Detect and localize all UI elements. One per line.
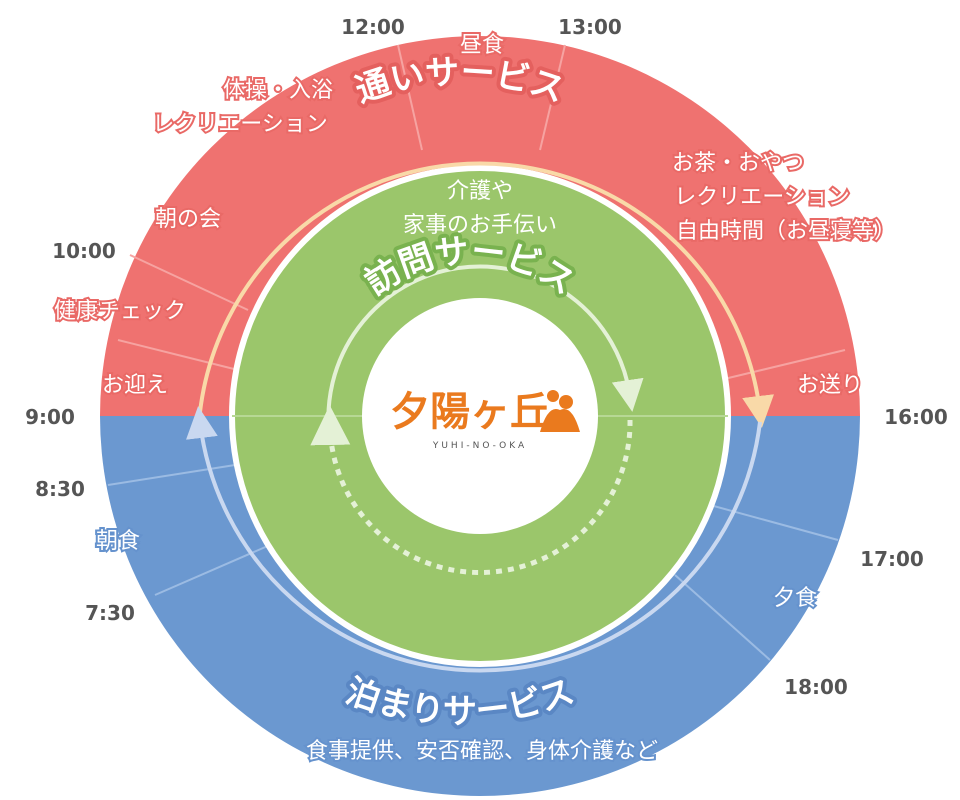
time-7-30: 7:30 bbox=[85, 601, 135, 625]
time-16-00: 16:00 bbox=[884, 405, 948, 429]
lunch-label: 昼食 bbox=[460, 33, 504, 58]
time-8-30: 8:30 bbox=[35, 477, 85, 501]
pickup-label: お迎え bbox=[102, 373, 168, 398]
time-13-00: 13:00 bbox=[558, 15, 622, 39]
visit-desc-line2: 家事のお手伝い bbox=[403, 213, 557, 238]
health-check-label: 健康チェック bbox=[54, 299, 186, 324]
logo-circle bbox=[362, 298, 598, 534]
exercise-label-line2: レクリエーション bbox=[152, 112, 328, 137]
time-12-00: 12:00 bbox=[341, 15, 405, 39]
dropoff-label: お送り bbox=[797, 373, 863, 398]
logo: 夕陽ヶ丘 YUHI-NO-OKA bbox=[390, 389, 580, 451]
time-10-00: 10:00 bbox=[52, 239, 116, 263]
logo-people-icon bbox=[540, 390, 580, 432]
time-17-00: 17:00 bbox=[860, 547, 924, 571]
tea-label-line2: レクリエーション bbox=[674, 185, 850, 210]
time-9-00: 9:00 bbox=[25, 405, 75, 429]
tea-label-line3: 自由時間（お昼寝等） bbox=[676, 219, 896, 244]
logo-name: 夕陽ヶ丘 bbox=[390, 389, 550, 435]
morning-meeting-label: 朝の会 bbox=[155, 207, 221, 232]
tea-label-line1: お茶・おやつ bbox=[672, 151, 804, 176]
stay-description: 食事提供、安否確認、身体介護など bbox=[306, 739, 658, 764]
day-dividers bbox=[117, 44, 846, 381]
logo-romaji: YUHI-NO-OKA bbox=[432, 441, 527, 451]
exercise-label-line1: 体操・入浴 bbox=[223, 78, 333, 103]
dinner-label: 夕食 bbox=[773, 586, 817, 611]
breakfast-label: 朝食 bbox=[96, 529, 140, 554]
day-service-arrow bbox=[198, 161, 774, 428]
time-18-00: 18:00 bbox=[784, 675, 848, 699]
stay-service-arrow bbox=[186, 406, 762, 673]
visit-arrow-dotted bbox=[310, 405, 633, 575]
visit-desc-line1: 介護や bbox=[447, 179, 513, 204]
visit-arrow-solid bbox=[326, 264, 644, 441]
